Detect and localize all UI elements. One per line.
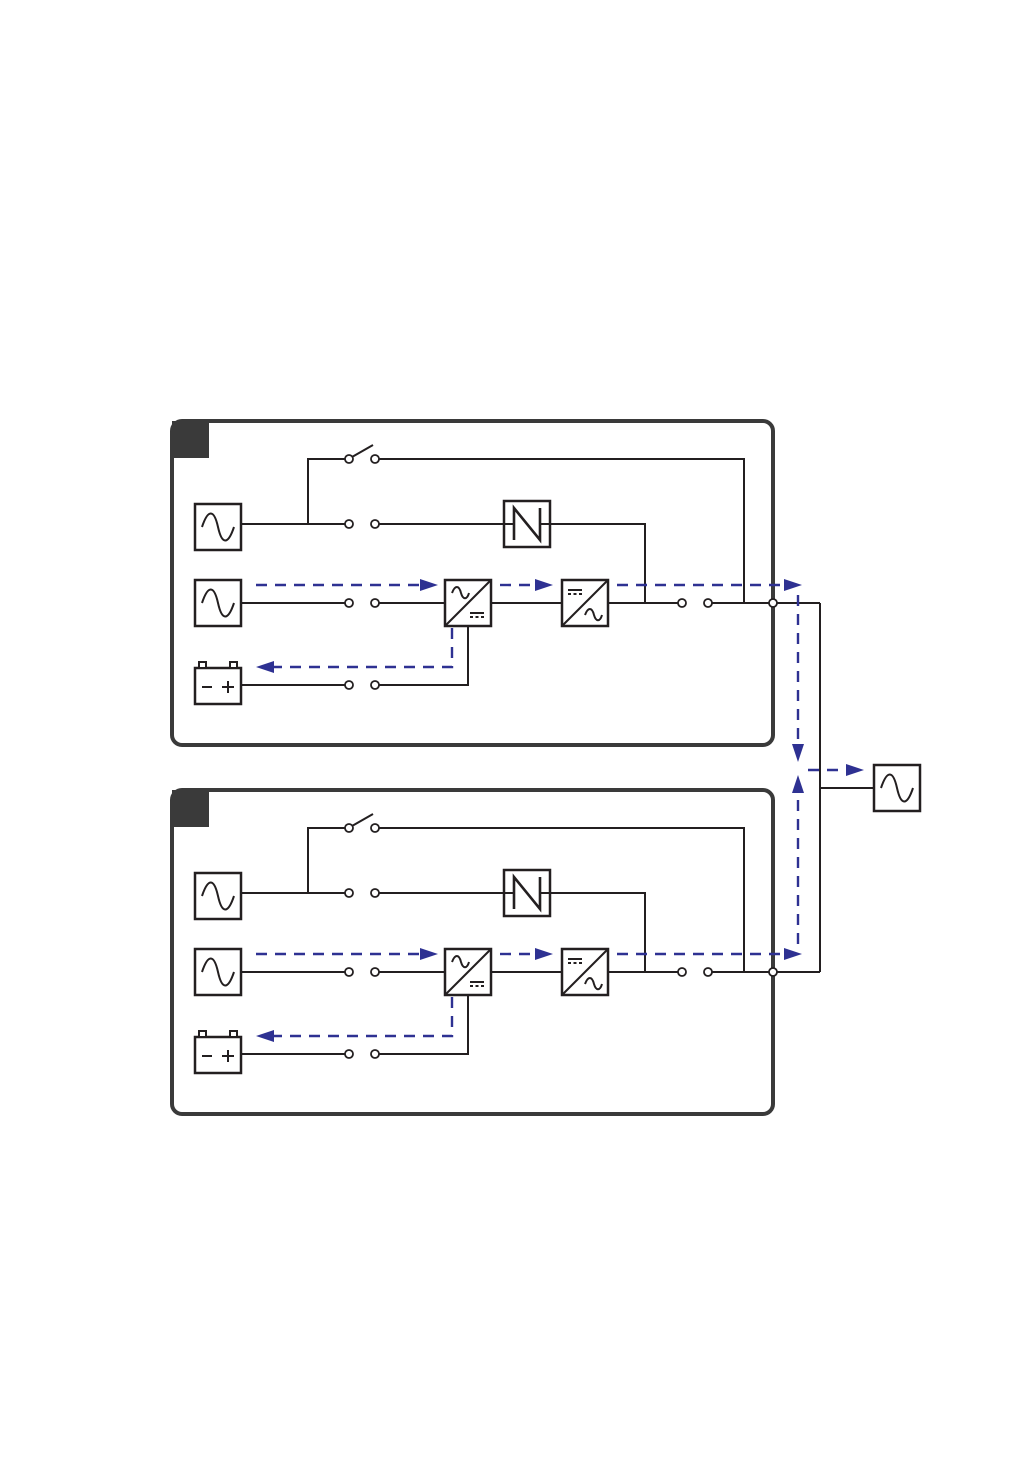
unit-wiring [241, 828, 820, 1054]
switch-icon [678, 968, 712, 976]
switch-icon [345, 968, 379, 976]
inverter-icon [562, 580, 608, 626]
load-flow-path [808, 764, 864, 776]
battery-icon [195, 1031, 241, 1073]
inverter-icon [562, 949, 608, 995]
switch-icon [345, 681, 379, 689]
battery-icon [195, 662, 241, 704]
switch-icon [345, 599, 379, 607]
rectifier-icon [445, 580, 491, 626]
switch-icon [678, 599, 712, 607]
rectifier-icon [445, 949, 491, 995]
ac-source-icon [195, 504, 241, 550]
static-switch-icon [504, 870, 550, 916]
ac-source-icon [195, 949, 241, 995]
switch-icon [345, 814, 379, 832]
output-node [769, 968, 777, 976]
static-switch-icon [504, 501, 550, 547]
power-flow-path [256, 579, 804, 762]
ups-unit-tab [172, 790, 209, 827]
ac-source-icon [195, 873, 241, 919]
switch-icon [345, 889, 379, 897]
ac-source-icon [195, 580, 241, 626]
unit-wiring [241, 459, 820, 685]
ups-unit-1 [172, 421, 820, 762]
ups-unit-tab [172, 421, 209, 458]
switch-icon [345, 445, 379, 463]
switch-icon [345, 520, 379, 528]
load-icon [874, 765, 920, 811]
switch-icon [345, 1050, 379, 1058]
output-node [769, 599, 777, 607]
output-bus [820, 603, 874, 972]
ups-unit-2 [172, 775, 820, 1114]
